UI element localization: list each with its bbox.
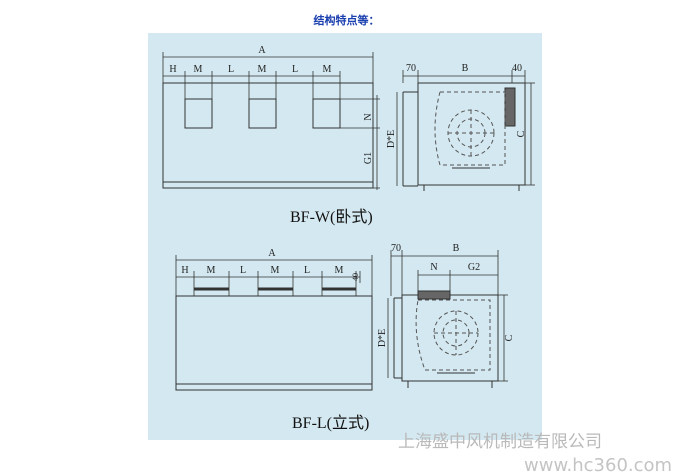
bfw-label-g1: G1 — [363, 152, 374, 164]
bfw-label-m3: M — [323, 64, 332, 75]
bfw-front-body — [162, 82, 374, 189]
bfl-label-m1: M — [207, 265, 216, 276]
bfl-side-fan — [415, 299, 491, 371]
bfw-dim-right — [340, 95, 380, 190]
bfw-label-de: D*E — [386, 130, 397, 148]
diagram-heading: 结构特点等： — [313, 14, 380, 27]
bfl-side-view — [387, 250, 508, 388]
bfw-outlet-3 — [312, 98, 341, 129]
bfl-label-l2: L — [304, 265, 310, 276]
bfl-label-n: N — [430, 262, 437, 273]
bfw-side-body — [417, 82, 526, 186]
drawing-panel — [148, 33, 542, 440]
bfl-label-l1: L — [240, 265, 246, 276]
bfw-label-h: H — [169, 64, 176, 75]
bfw-label-m2: M — [258, 64, 267, 75]
bfw-label-l2: L — [292, 64, 298, 75]
bfw-outlet-1 — [184, 98, 213, 129]
bfl-label-m3: M — [335, 265, 344, 276]
bfl-label-h: H — [181, 265, 188, 276]
bfw-label-70: 70 — [406, 63, 416, 74]
watermark-site: www.hc360.com — [524, 455, 672, 476]
watermark-company: 上海盛中风机制造有限公司 — [398, 432, 602, 452]
bfl-label-b: B — [453, 243, 460, 254]
bfw-front-view — [162, 52, 380, 190]
bfl-label-m2: M — [271, 265, 280, 276]
bfw-side-fan — [434, 91, 506, 166]
bfw-caption: BF-W(卧式) — [290, 208, 373, 226]
bfl-dim-a — [175, 255, 373, 296]
bfl-dim-chain — [176, 271, 361, 296]
bfl-label-c: C — [504, 334, 515, 341]
bfw-label-n: N — [363, 113, 374, 120]
bfl-label-de: D*E — [377, 329, 388, 347]
bfw-label-40: 40 — [512, 63, 522, 74]
bfl-caption: BF-L(立式) — [292, 414, 369, 432]
bfl-label-a: A — [268, 248, 276, 259]
bfw-label-l1: L — [228, 64, 234, 75]
bfw-label-a: A — [258, 45, 266, 56]
bfw-side-grille — [504, 87, 516, 127]
bfw-side-dims — [396, 70, 535, 186]
bfl-label-g2: G2 — [468, 262, 480, 273]
bfw-dim-chain — [163, 71, 341, 99]
bfl-side-grille — [417, 290, 451, 300]
bfw-outlet-2 — [248, 98, 277, 129]
bfl-front-view — [175, 255, 373, 391]
bfw-dim-a — [162, 52, 374, 83]
bfl-side-body — [401, 294, 499, 382]
bfw-label-b: B — [462, 63, 469, 74]
bfl-label-70: 70 — [391, 243, 401, 254]
bfl-front-body — [175, 295, 373, 391]
bfw-label-m1: M — [194, 64, 203, 75]
bfl-side-dims — [387, 250, 508, 382]
bfl-label-40: 40 — [351, 273, 360, 281]
bfw-side-view — [396, 70, 535, 191]
bfw-label-c: C — [516, 130, 527, 137]
